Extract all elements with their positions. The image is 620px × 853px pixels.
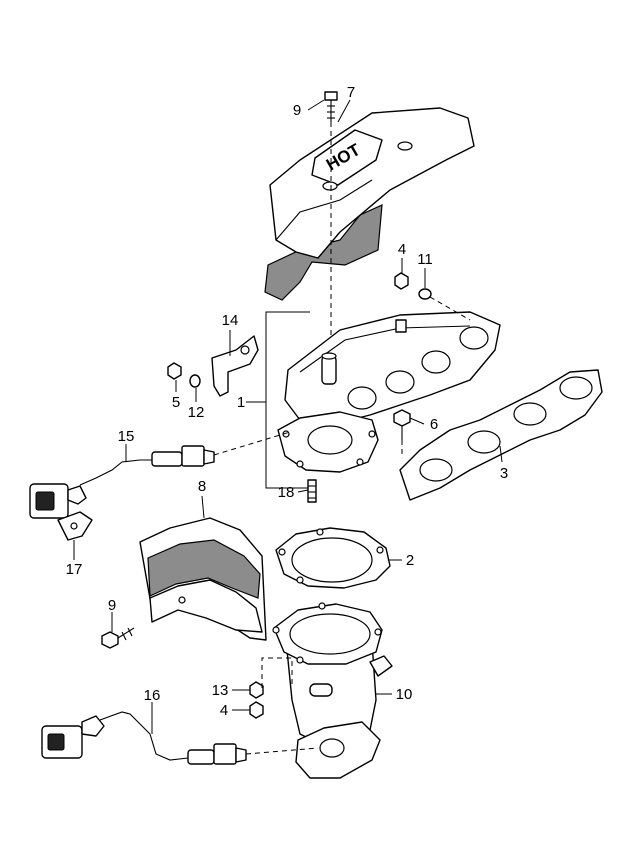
bolt-6 (393, 409, 411, 440)
callout-2: 2 (406, 552, 414, 569)
callout-14: 14 (222, 312, 239, 329)
upper-heat-shield: HOT (264, 107, 475, 301)
callout-11: 11 (417, 251, 433, 268)
lower-heat-shield (139, 517, 267, 641)
bracket-14 (211, 335, 259, 397)
callout-17: 17 (66, 561, 83, 578)
callout-8: 8 (198, 478, 206, 495)
nut-4-top (394, 272, 409, 290)
callout-3: 3 (500, 465, 508, 482)
nut-13 (249, 681, 264, 699)
oxygen-sensor-upper (29, 445, 215, 519)
dash-16-to-converter (245, 747, 319, 755)
callout-9-lower: 9 (108, 597, 116, 614)
nut-5 (167, 362, 182, 380)
callout-9-top: 9 (293, 102, 301, 119)
dash-15-to-manifold (213, 431, 291, 456)
callout-10: 10 (396, 686, 413, 703)
bolt-9-lower (101, 627, 135, 649)
stud-18 (307, 479, 317, 503)
callout-4-top: 4 (398, 241, 406, 258)
leader-lines (73, 99, 503, 734)
callout-13: 13 (212, 682, 229, 699)
catalytic-converter (272, 602, 393, 779)
dash-11-to-manifold (429, 296, 471, 321)
washer-12 (189, 374, 201, 388)
nut-4-lower (249, 701, 264, 719)
converter-gasket (275, 527, 391, 589)
callout-1: 1 (237, 394, 245, 411)
callout-4-lower: 4 (220, 702, 228, 719)
callout-6: 6 (430, 416, 438, 433)
exhaust-manifold (277, 311, 501, 473)
callout-7: 7 (347, 84, 355, 101)
dash-13-to-converter (261, 657, 293, 688)
callout-15: 15 (118, 428, 135, 445)
callout-12: 12 (188, 404, 205, 421)
callout-5: 5 (172, 394, 180, 411)
clip-17 (57, 511, 93, 541)
oxygen-sensor-lower (41, 711, 247, 765)
bolt-9-top (324, 91, 338, 122)
manifold-gasket (399, 369, 603, 501)
bracket-1 (265, 311, 310, 489)
washer-11 (418, 288, 432, 300)
callout-18: 18 (278, 484, 295, 501)
callout-16: 16 (144, 687, 161, 704)
